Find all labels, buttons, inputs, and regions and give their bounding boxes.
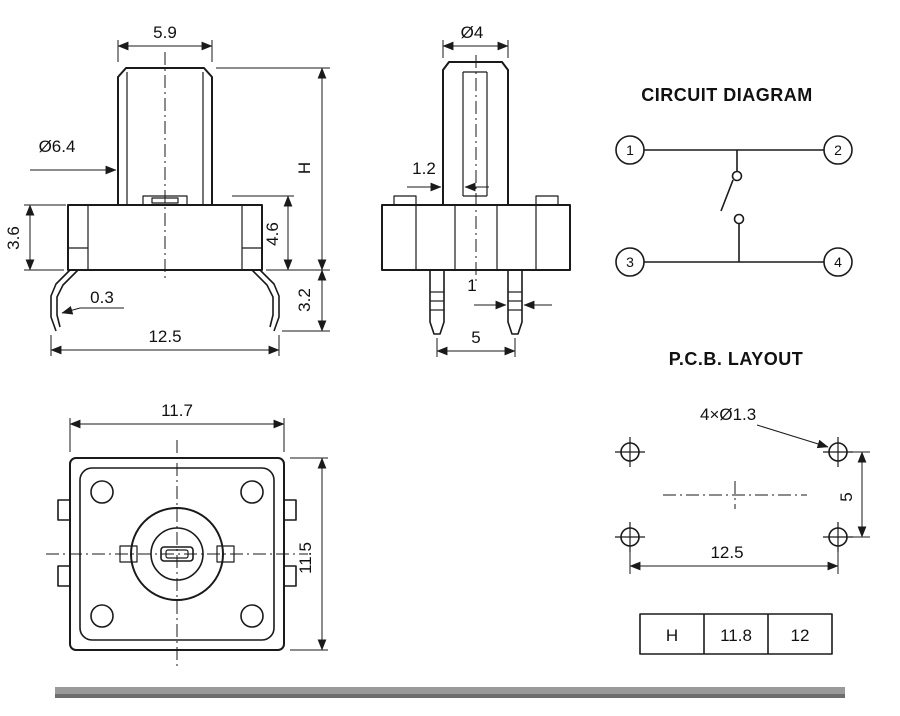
dim-label-body-height: 4.6 — [263, 222, 282, 246]
base-outline — [67, 204, 263, 271]
dim-label-lead-pitch: 5 — [471, 328, 480, 347]
dim-wall: 1.2 — [407, 159, 489, 192]
circuit-diagram: CIRCUIT DIAGRAM 1 2 3 4 — [615, 85, 853, 277]
terminal-4-label: 4 — [834, 254, 842, 270]
plunger-outline — [442, 61, 509, 206]
body-inner-outline — [79, 467, 275, 641]
dim-label-total-height: H — [295, 162, 314, 174]
corner-hole — [240, 604, 264, 628]
dim-lead-thickness: 0.3 — [61, 288, 124, 315]
corner-hole — [90, 604, 114, 628]
pcb-layout-title: P.C.B. LAYOUT — [669, 349, 804, 369]
dim-total-height: H — [216, 67, 330, 271]
side-tab — [283, 499, 297, 521]
side-tab — [283, 565, 297, 587]
dim-label-lead-width: 1 — [467, 276, 476, 295]
base-outline — [381, 204, 571, 271]
dim-label-top-depth: 11.5 — [296, 542, 315, 574]
body-outline — [69, 457, 285, 651]
corner-hole — [90, 480, 114, 504]
dim-button-width: 5.9 — [117, 23, 213, 62]
dim-top-depth: 11.5 — [290, 457, 328, 651]
dim-label-holes: 4×Ø1.3 — [700, 405, 756, 424]
dim-hole-pitch-h: 12.5 — [629, 543, 839, 574]
dim-base-dia: Ø6.4 — [30, 137, 117, 175]
dim-top-width: 11.7 — [69, 401, 285, 452]
dim-lead-pitch: 5 — [436, 328, 516, 357]
dim-label-button-width: 5.9 — [153, 23, 177, 42]
dim-label-lead-thickness: 0.3 — [90, 288, 114, 307]
circuit-diagram-title: CIRCUIT DIAGRAM — [641, 85, 813, 105]
footer-bar — [55, 687, 845, 698]
dim-plunger-dia: Ø4 — [442, 23, 509, 58]
pcb-hole — [823, 437, 853, 467]
terminal-3-label: 3 — [626, 254, 634, 270]
dim-hole-pitch-v: 5 — [837, 451, 870, 538]
lead-right — [259, 269, 280, 332]
footer-bar-rect — [55, 687, 845, 698]
pcb-hole — [823, 522, 853, 552]
dim-label-lead-length: 3.2 — [295, 288, 314, 312]
dim-label-flange-height: 3.6 — [4, 226, 23, 250]
corner-hole — [240, 480, 264, 504]
dim-label-base-dia: Ø6.4 — [39, 137, 76, 156]
side-view: 5.9 Ø6.4 3.6 4.6 H 3.2 — [4, 23, 330, 356]
side-tab — [57, 499, 71, 521]
actuator-outer-circle — [130, 507, 224, 601]
dim-label-body-width: 12.5 — [148, 327, 181, 346]
dim-lead-width: 1 — [467, 276, 552, 310]
spec-table-border — [639, 613, 833, 655]
lead-left — [50, 269, 71, 332]
lead-right — [507, 270, 523, 335]
terminal-1-label: 1 — [626, 142, 634, 158]
dim-holes-callout: 4×Ø1.3 — [700, 405, 829, 449]
dim-label-wall: 1.2 — [412, 159, 436, 178]
dim-flange-height: 3.6 — [4, 204, 66, 271]
dim-body-height: 4.6 — [232, 195, 330, 271]
pcb-layout: P.C.B. LAYOUT 4×Ø1.3 5 12.5 — [615, 349, 870, 574]
lead-left — [429, 270, 445, 335]
dim-body-width: 12.5 — [50, 327, 280, 356]
terminal-2-label: 2 — [834, 142, 842, 158]
dim-label-hole-pitch-v: 5 — [837, 492, 856, 501]
front-view: Ø4 1.2 1 5 — [381, 23, 571, 357]
spec-table-cell-h: H — [666, 626, 678, 645]
actuator-slot — [160, 546, 194, 562]
spec-table-cell-value2: 12 — [791, 626, 810, 645]
side-tab — [57, 565, 71, 587]
plunger-outline — [117, 67, 213, 206]
dim-label-plunger-dia: Ø4 — [461, 23, 484, 42]
top-view: 11.7 11.5 — [46, 401, 328, 668]
pcb-hole — [615, 522, 645, 552]
spec-table-cell-value1: 11.8 — [720, 626, 752, 645]
dim-label-top-width: 11.7 — [161, 401, 193, 420]
dim-lead-length: 3.2 — [282, 269, 330, 332]
pcb-hole — [615, 437, 645, 467]
actuator-inner-circle — [150, 527, 204, 581]
switch-contact — [720, 150, 745, 262]
dim-label-hole-pitch-h: 12.5 — [710, 543, 743, 562]
spec-table: H 11.8 12 — [639, 613, 833, 655]
